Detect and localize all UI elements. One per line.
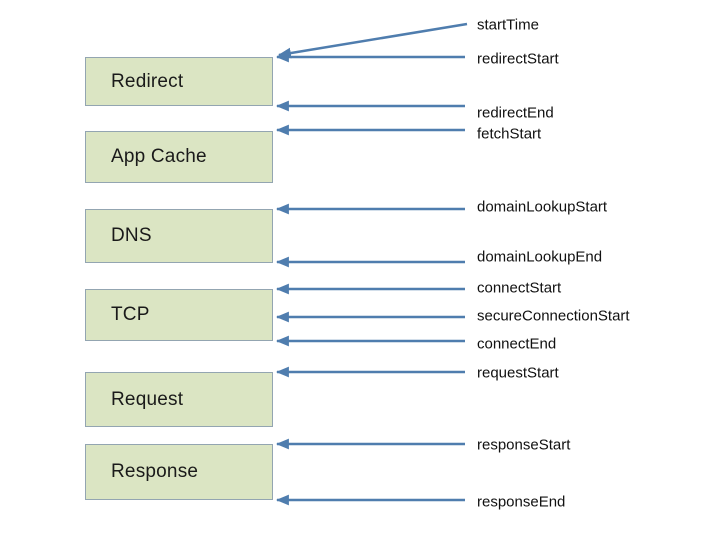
timing-event-label-connectStart: connectStart <box>477 279 562 297</box>
timing-event-label-responseEnd: responseEnd <box>477 493 566 511</box>
phase-box-redirect: Redirect <box>85 57 273 106</box>
timing-event-label-redirectEnd: redirectEnd <box>477 104 554 122</box>
phase-box-dns: DNS <box>85 209 273 263</box>
timing-event-label-redirectStart: redirectStart <box>477 50 559 68</box>
timing-event-label-connectEnd: connectEnd <box>477 335 557 353</box>
timing-event-label-startTime: startTime <box>477 16 539 34</box>
phase-box-label: TCP <box>111 304 150 325</box>
timing-event-label-secureConnectionStart: secureConnectionStart <box>477 307 630 325</box>
phase-box-label: Response <box>111 461 199 482</box>
phase-box-response: Response <box>85 444 273 500</box>
timing-event-label-domainLookupEnd: domainLookupEnd <box>477 248 603 266</box>
timing-event-label-responseStart: responseStart <box>477 436 571 454</box>
phase-box-app-cache: App Cache <box>85 131 273 183</box>
timing-event-label-requestStart: requestStart <box>477 364 559 382</box>
phase-box-request: Request <box>85 372 273 427</box>
phase-box-label: DNS <box>111 225 152 246</box>
timing-arrow-startTime <box>277 22 468 59</box>
timing-event-label-domainLookupStart: domainLookupStart <box>477 198 608 216</box>
phase-box-label: Request <box>111 388 184 410</box>
phase-box-label: App Cache <box>111 146 207 167</box>
phase-box-tcp: TCP <box>85 289 273 341</box>
timing-event-label-fetchStart: fetchStart <box>477 125 542 143</box>
phase-box-label: Redirect <box>111 70 184 92</box>
